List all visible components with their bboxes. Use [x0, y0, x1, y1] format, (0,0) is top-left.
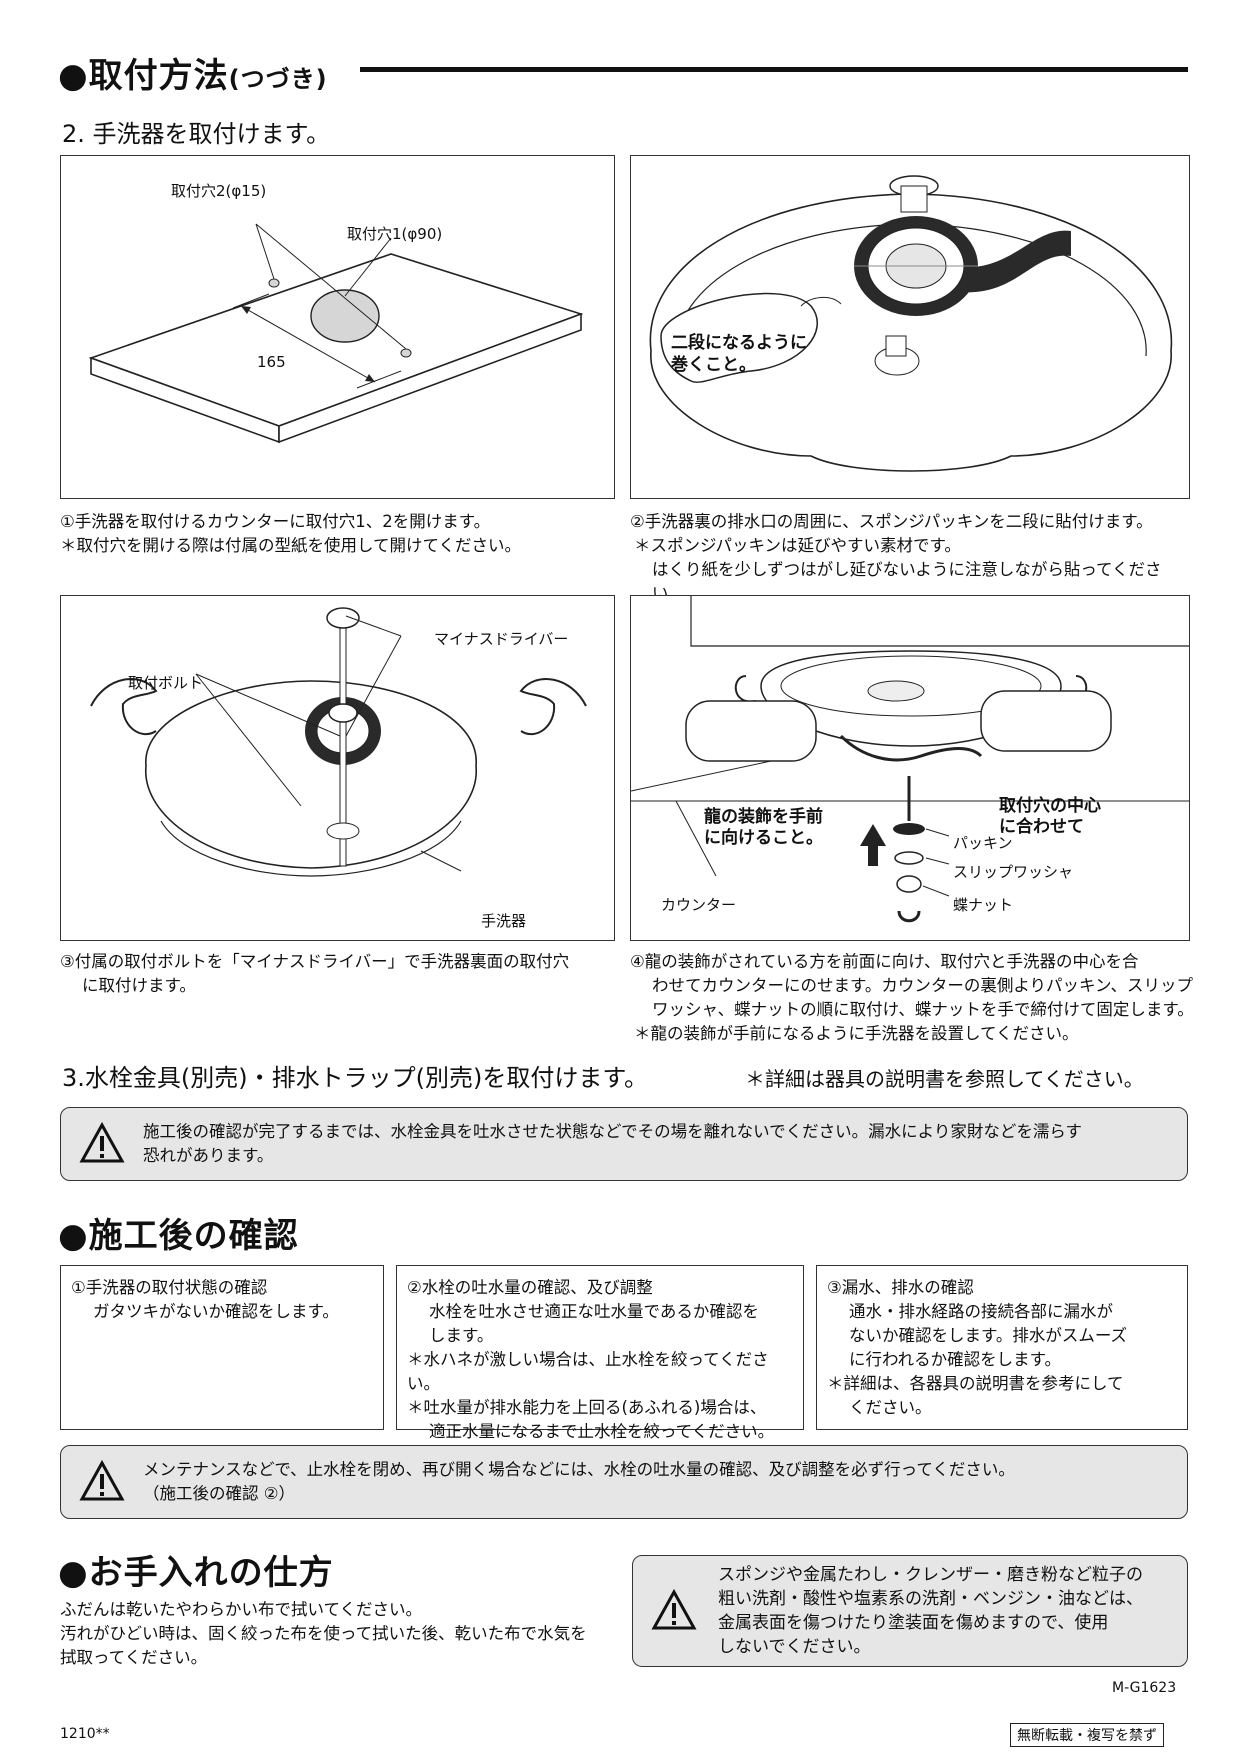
section-title-care: ●お手入れの仕方	[58, 1553, 334, 1593]
check-box-3-line1: ③漏水、排水の確認	[827, 1278, 974, 1297]
check-box-1: ①手洗器の取付状態の確認 ガタツキがないか確認をします。	[60, 1265, 384, 1430]
warning-maintenance: メンテナンスなどで、止水栓を閉め、再び開く場合などには、水栓の吐水量の確認、及び…	[60, 1445, 1188, 1519]
bolt-install-illustration	[90, 607, 587, 877]
balloon-center-line2: に合わせて	[999, 817, 1084, 837]
warning-maintenance-line2: （施工後の確認 ②）	[143, 1484, 296, 1503]
caption-step4-line4: ＊龍の装飾が手前になるように手洗器を設置してください。	[634, 1024, 1079, 1043]
packing-label: パッキン	[953, 834, 1013, 852]
warning-step3-line2: 恐れがあります。	[143, 1146, 274, 1165]
caption-step4-line3: ワッシャ、蝶ナットの順に取付け、蝶ナットを手で締付けて固定します。	[652, 1000, 1194, 1019]
warning-step3-text: 施工後の確認が完了するまでは、水栓金具を吐水させた状態などでその場を離れないでく…	[143, 1120, 1173, 1168]
care-text: ふだんは乾いたやわらかい布で拭いてください。 汚れがひどい時は、固く絞った布を使…	[60, 1598, 620, 1670]
check-box-3-line5: ＊詳細は、各器具の説明書を参考にして	[827, 1374, 1124, 1393]
figure-basin-placement: 龍の装飾を手前 に向けること。 取付穴の中心 に合わせて パッキン スリップワッ…	[630, 595, 1190, 941]
figure-counter-holes: 取付穴2(φ15) 取付穴1(φ90) 165	[60, 155, 615, 499]
warning-maintenance-text: メンテナンスなどで、止水栓を閉め、再び開く場合などには、水栓の吐水量の確認、及び…	[143, 1458, 1173, 1506]
step2-heading: 2. 手洗器を取付けます。	[62, 120, 331, 148]
warning-care-line3: 金属表面を傷つけたり塗装面を傷めますので、使用	[718, 1613, 1109, 1633]
check-box-2-line4: ＊水ハネが激しい場合は、止水栓を絞ってください。	[407, 1350, 769, 1393]
warning-step3-line1: 施工後の確認が完了するまでは、水栓金具を吐水させた状態などでその場を離れないでく…	[143, 1122, 1083, 1141]
warning-icon	[79, 1460, 125, 1501]
hole2-label: 取付穴2(φ15)	[171, 182, 267, 200]
check-box-1-line1: ①手洗器の取付状態の確認	[71, 1278, 268, 1297]
dimension-label: 165	[257, 353, 286, 371]
check-box-2-line3: します。	[429, 1326, 494, 1345]
caption-step4: ④龍の装飾がされている方を前面に向け、取付穴と手洗器の中心を合 わせてカウンター…	[630, 950, 1200, 1046]
check-box-3-line3: ないか確認をします。排水がスムーズ	[849, 1326, 1128, 1345]
caption-step3: ③付属の取付ボルトを「マイナスドライバー」で手洗器裏面の取付穴 に取付けます。	[60, 950, 620, 998]
copyright-notice: 無断転載・複写を禁ず	[1010, 1723, 1164, 1747]
caption-step4-line2: わせてカウンターにのせます。カウンターの裏側よりパッキン、スリップ	[652, 976, 1194, 995]
check-box-2-line6: 適正水量になるまで止水栓を絞ってください。	[429, 1422, 775, 1441]
step3-heading: 3.水栓金具(別売)・排水トラップ(別売)を取付けます。	[62, 1064, 648, 1092]
warning-care-line2: 粗い洗剤・酸性や塩素系の洗剤・ベンジン・油などは、	[718, 1589, 1143, 1609]
bolt-label: 取付ボルト	[128, 674, 204, 692]
document-date: 1210**	[60, 1726, 110, 1742]
sponge-balloon: 二段になるように 巻くこと。	[671, 332, 807, 376]
section-title-text: ●取付方法	[58, 56, 229, 96]
driver-label: マイナスドライバー	[434, 630, 569, 648]
check-box-2-line5: ＊吐水量が排水能力を上回る(あふれる)場合は、	[407, 1398, 767, 1417]
section-title-suffix: (つづき)	[228, 65, 328, 93]
section-title-installation: ●取付方法(つづき)	[58, 48, 328, 97]
caption-step2-line2: ＊スポンジパッキンは延びやすい素材です。	[634, 536, 961, 555]
balloon-front-line1: 龍の装飾を手前	[704, 807, 823, 827]
check-box-2-line1: ②水栓の吐水量の確認、及び調整	[407, 1278, 653, 1297]
sponge-balloon-line1: 二段になるように	[671, 333, 807, 353]
document-code: M-G1623	[1112, 1680, 1177, 1696]
basin-label: 手洗器	[481, 912, 527, 930]
check-box-3: ③漏水、排水の確認 通水・排水経路の接続各部に漏水が ないか確認をします。排水が…	[816, 1265, 1188, 1430]
care-text-line1: ふだんは乾いたやわらかい布で拭いてください。	[60, 1600, 423, 1619]
balloon-front-line2: に向けること。	[704, 828, 823, 848]
caption-step1-line2: ＊取付穴を開ける際は付属の型紙を使用して開けてください。	[60, 536, 522, 555]
warning-icon	[651, 1589, 697, 1630]
warning-maintenance-line1: メンテナンスなどで、止水栓を閉め、再び開く場合などには、水栓の吐水量の確認、及び…	[143, 1460, 1015, 1479]
caption-step4-line1: ④龍の装飾がされている方を前面に向け、取付穴と手洗器の中心を合	[630, 952, 1139, 971]
caption-step1: ①手洗器を取付けるカウンターに取付穴1、2を開けます。 ＊取付穴を開ける際は付属…	[60, 510, 620, 558]
check-box-3-line4: に行われるか確認をします。	[849, 1350, 1062, 1369]
caption-step1-line1: ①手洗器を取付けるカウンターに取付穴1、2を開けます。	[60, 512, 491, 531]
counter-holes-illustration	[88, 223, 584, 444]
sponge-balloon-line2: 巻くこと。	[671, 355, 756, 375]
hole1-label: 取付穴1(φ90)	[347, 225, 443, 243]
figure-sponge-packing: 二段になるように 巻くこと。	[630, 155, 1190, 499]
warning-care: スポンジや金属たわし・クレンザー・磨き粉など粒子の 粗い洗剤・酸性や塩素系の洗剤…	[632, 1555, 1188, 1667]
warning-care-text: スポンジや金属たわし・クレンザー・磨き粉など粒子の 粗い洗剤・酸性や塩素系の洗剤…	[718, 1563, 1178, 1659]
check-box-1-line2: ガタツキがないか確認をします。	[93, 1302, 339, 1321]
care-text-line3: 拭取ってください。	[60, 1648, 208, 1667]
warning-care-line1: スポンジや金属たわし・クレンザー・磨き粉など粒子の	[718, 1565, 1143, 1585]
check-box-2-line2: 水栓を吐水させ適正な吐水量であるか確認を	[429, 1302, 759, 1321]
warning-step3: 施工後の確認が完了するまでは、水栓金具を吐水させた状態などでその場を離れないでく…	[60, 1107, 1188, 1181]
section-title-check: ●施工後の確認	[58, 1216, 299, 1256]
nut-label: 蝶ナット	[953, 896, 1014, 914]
balloon-center-line1: 取付穴の中心	[999, 796, 1101, 816]
caption-step3-line1: ③付属の取付ボルトを「マイナスドライバー」で手洗器裏面の取付穴	[60, 952, 570, 971]
washer-label: スリップワッシャ	[953, 863, 1074, 881]
warning-care-line4: しないでください。	[718, 1637, 871, 1657]
step3-note: ＊詳細は器具の説明書を参照してください。	[745, 1067, 1144, 1091]
check-box-2: ②水栓の吐水量の確認、及び調整 水栓を吐水させ適正な吐水量であるか確認を します…	[396, 1265, 804, 1441]
warning-icon	[79, 1122, 125, 1163]
caption-step3-line2: に取付けます。	[82, 976, 196, 995]
check-box-3-line2: 通水・排水経路の接続各部に漏水が	[849, 1302, 1113, 1321]
caption-step2: ②手洗器裏の排水口の周囲に、スポンジパッキンを二段に貼付けます。 ＊スポンジパッ…	[630, 510, 1190, 606]
check-box-3-line6: ください。	[849, 1398, 932, 1417]
basin-placement-illustration	[631, 596, 1189, 923]
counter-label: カウンター	[661, 896, 737, 914]
balloon-center: 取付穴の中心 に合わせて	[999, 796, 1101, 838]
caption-step2-line1: ②手洗器裏の排水口の周囲に、スポンジパッキンを二段に貼付けます。	[630, 512, 1153, 531]
figure-bolt-install: マイナスドライバー 取付ボルト 手洗器	[60, 595, 615, 941]
title-rule	[360, 67, 1188, 72]
sponge-packing-illustration	[649, 175, 1173, 472]
care-text-line2: 汚れがひどい時は、固く絞った布を使って拭いた後、乾いた布で水気を	[60, 1624, 587, 1643]
balloon-front: 龍の装飾を手前 に向けること。	[704, 807, 823, 849]
